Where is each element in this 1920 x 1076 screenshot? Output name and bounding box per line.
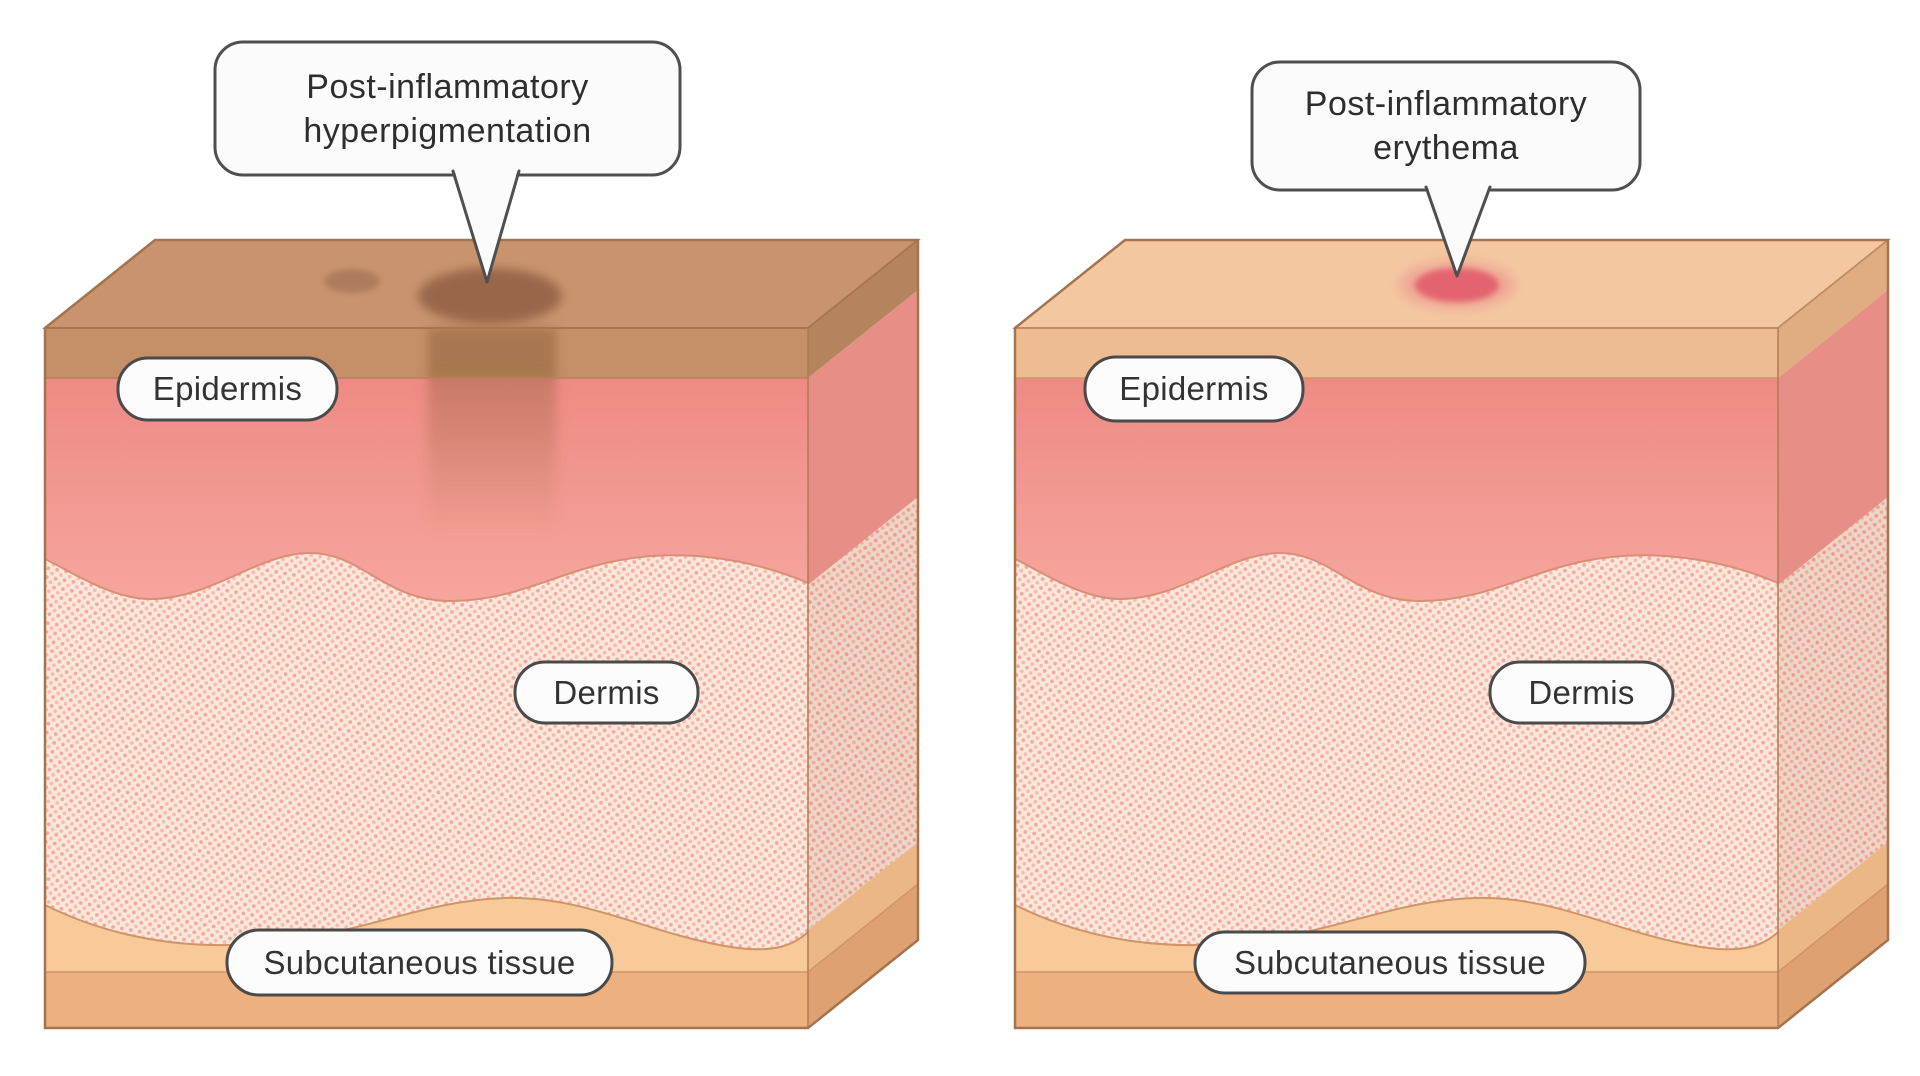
right-outline xyxy=(1013,238,1890,1030)
right-erythema-spot xyxy=(1415,268,1499,302)
right-skin-block xyxy=(1012,238,1891,1030)
right-subcutaneous-pill xyxy=(1193,930,1587,995)
left-pigment-column xyxy=(428,328,556,536)
left-callout-bubble xyxy=(213,40,682,284)
label-pills xyxy=(116,355,1675,997)
left-hyperpigmentation-spot xyxy=(418,268,562,324)
left-epidermis-layer xyxy=(45,378,808,601)
left-dermis-pill xyxy=(513,660,700,725)
left-secondary-spot xyxy=(324,269,380,293)
left-side-face xyxy=(808,240,918,1028)
right-layer-outlines xyxy=(1014,239,1889,1028)
left-dermis-layer xyxy=(45,553,808,950)
left-outline xyxy=(43,238,920,1030)
right-callout-bubble xyxy=(1250,60,1642,278)
right-side-face xyxy=(1778,240,1888,1028)
right-dermis-layer xyxy=(1015,553,1778,950)
left-subcutaneous-pill xyxy=(225,928,614,997)
left-epidermis-pill xyxy=(116,356,339,422)
right-epidermis-pill xyxy=(1083,355,1305,423)
right-epidermis-layer xyxy=(1015,378,1778,601)
right-dermis-pill xyxy=(1488,660,1675,725)
